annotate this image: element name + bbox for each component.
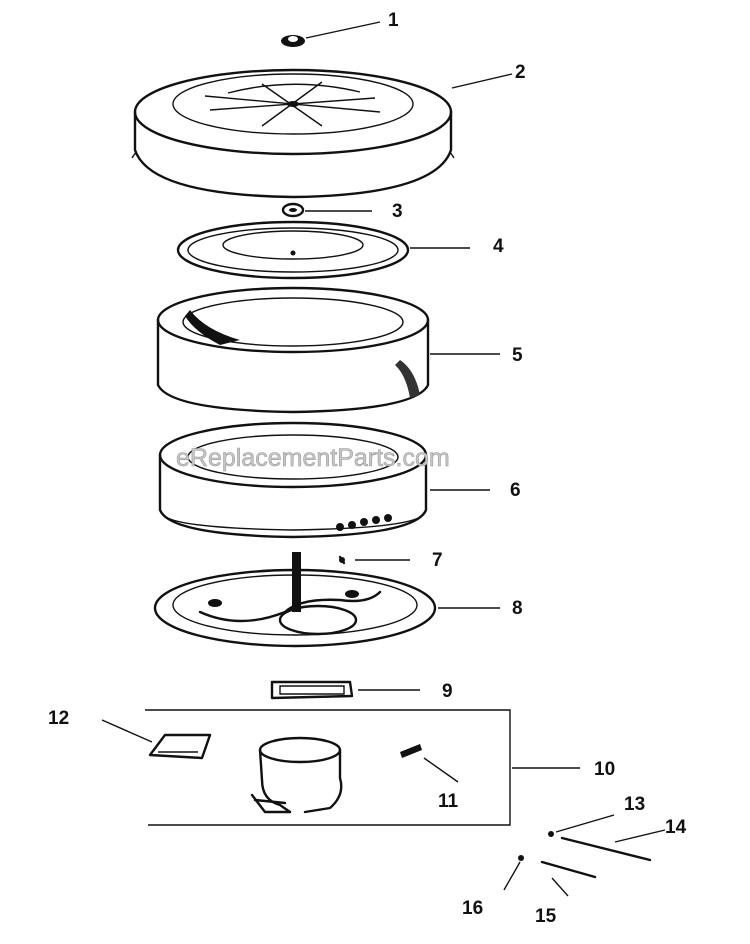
part-number-label-4[interactable]: 4	[493, 236, 504, 257]
part-number-label-8[interactable]: 8	[512, 598, 523, 619]
part-number-label-3[interactable]: 3	[392, 201, 403, 222]
part-number-label-2[interactable]: 2	[515, 62, 526, 83]
part-12-clip[interactable]	[148, 733, 212, 760]
part-number-label-6[interactable]: 6	[510, 480, 521, 501]
watermark-text: eReplacementParts.com	[176, 444, 450, 472]
part-number-label-7[interactable]: 7	[432, 550, 443, 571]
part-number-label-15[interactable]: 15	[535, 906, 557, 927]
part-7-stud[interactable]	[292, 552, 346, 612]
part-2-cover[interactable]	[131, 68, 455, 199]
leader-line-14	[614, 829, 666, 843]
leader-line-13	[555, 814, 615, 833]
part-14-bolt[interactable]	[560, 836, 652, 862]
part-11-screw[interactable]	[400, 744, 422, 758]
leader-line-1	[305, 21, 381, 39]
part-5-precleaner[interactable]	[156, 286, 430, 414]
part-number-label-5[interactable]: 5	[512, 345, 523, 366]
part-9-gasket[interactable]	[270, 680, 354, 700]
leader-line-12	[101, 719, 153, 743]
part-15-bolt[interactable]	[540, 860, 597, 879]
part-number-label-1[interactable]: 1	[388, 10, 399, 31]
part-number-label-12[interactable]: 12	[48, 708, 69, 729]
part-4-plate[interactable]	[176, 220, 410, 280]
part-number-label-10[interactable]: 10	[594, 759, 615, 780]
part-8-base[interactable]	[153, 568, 437, 648]
part-number-label-9[interactable]: 9	[442, 681, 453, 702]
leader-line-2	[451, 73, 513, 89]
part-6-filter-element[interactable]	[158, 421, 428, 539]
part-13-washer[interactable]	[548, 831, 554, 837]
part-1-wing-nut[interactable]	[281, 35, 305, 47]
part-number-label-11[interactable]: 11	[438, 791, 459, 812]
part-number-label-13[interactable]: 13	[624, 794, 645, 815]
part-10-elbow-assembly[interactable]	[145, 709, 511, 826]
part-16-nut[interactable]	[518, 855, 524, 861]
leader-line-11	[423, 757, 459, 783]
leader-line-16	[503, 861, 521, 891]
part-number-label-14[interactable]: 14	[665, 817, 687, 838]
leader-line-15	[551, 877, 569, 897]
part-number-label-16[interactable]: 16	[462, 898, 483, 919]
part-3-grommet[interactable]	[281, 202, 305, 218]
